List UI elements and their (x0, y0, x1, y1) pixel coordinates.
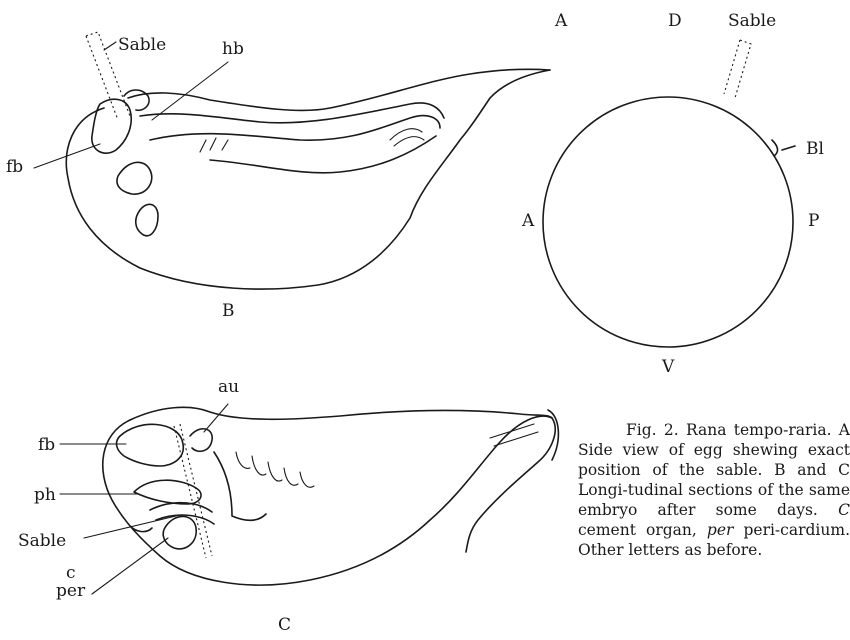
caption-per-word: per (707, 521, 734, 539)
section-c-c-label: c (66, 563, 76, 583)
section-b-leader-sable (104, 42, 116, 50)
section-c-forebrain (117, 424, 184, 466)
panel-a-egg: A D Sable Bl A P V (521, 11, 824, 377)
egg-dorsal-label: D (668, 11, 682, 31)
section-c-panel-label: C (278, 615, 291, 635)
section-c-cement-organ (130, 526, 152, 532)
section-c-gill-clefts (236, 452, 314, 487)
section-c-leader-au (204, 404, 228, 432)
section-c-per-label: per (56, 581, 86, 601)
section-c-au-label: au (218, 377, 239, 397)
section-b-outline (66, 70, 550, 289)
section-c-pharynx-inner (150, 503, 214, 524)
caption-text-1: Fig. 2. Rana tempo-raria. A Side view of… (578, 421, 850, 519)
section-c-notochord (490, 424, 538, 446)
section-c-gut (214, 452, 266, 520)
section-b-gut-lower (210, 136, 436, 173)
panel-b-section: Sable hb fb B (6, 32, 550, 321)
section-c-auditory (190, 429, 212, 452)
section-c-outline (103, 416, 555, 585)
section-b-heart (136, 204, 158, 235)
egg-blastopore-mark (772, 140, 795, 156)
section-b-dorsal-inner (140, 103, 444, 123)
section-b-leader-hb (152, 62, 228, 120)
section-c-fb-label: fb (38, 435, 55, 455)
egg-outline (543, 97, 793, 347)
section-b-gut-upper (150, 116, 440, 141)
egg-posterior-label: P (808, 211, 819, 231)
figure-caption: Fig. 2. Rana tempo-raria. A Side view of… (578, 420, 850, 560)
section-c-leader-sable (84, 516, 176, 538)
section-c-dorsal (130, 407, 552, 420)
panel-c-section: au fb ph Sable c per C (18, 377, 558, 635)
egg-corner-label: A (554, 11, 568, 31)
section-b-sable-label: Sable (118, 35, 166, 55)
section-c-ph-label: ph (34, 485, 56, 505)
egg-ventral-label: V (661, 357, 675, 377)
section-b-panel-label: B (222, 301, 235, 321)
section-b-hindbrain (124, 90, 149, 110)
egg-blastopore-label: Bl (806, 139, 824, 159)
section-c-leader-per (92, 538, 168, 594)
section-c-pericardium (163, 516, 196, 548)
section-b-fb-label: fb (6, 157, 23, 177)
egg-sable-needle (724, 40, 751, 98)
caption-text-2: cement organ, (578, 521, 707, 539)
section-c-pharynx (134, 480, 201, 504)
egg-sable-label: Sable (728, 11, 776, 31)
section-c-sable-needle (174, 424, 212, 558)
section-c-sable-label: Sable (18, 531, 66, 551)
caption-c-word: C (838, 501, 850, 519)
section-b-pharynx (117, 162, 152, 194)
section-b-hb-label: hb (222, 39, 244, 59)
egg-anterior-label: A (521, 211, 535, 231)
